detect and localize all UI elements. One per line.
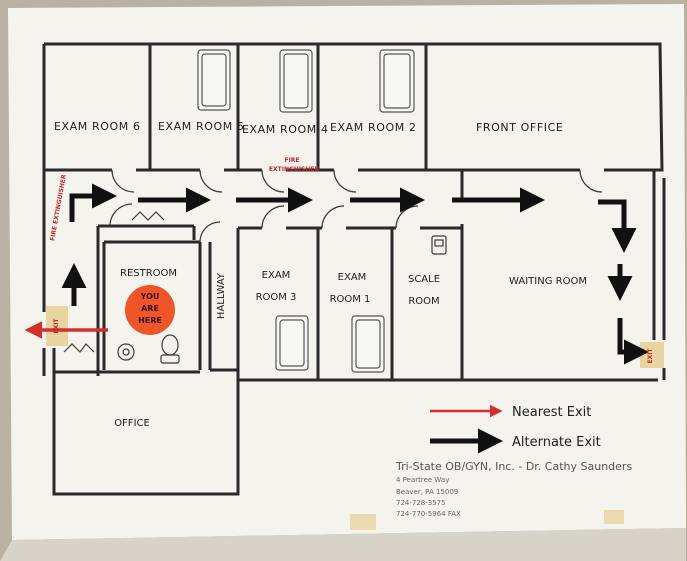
legend: Nearest Exit Alternate Exit <box>430 404 601 454</box>
fixtures <box>63 49 447 373</box>
room-label-exam6: EXAM ROOM 6 <box>54 120 141 133</box>
room-label-exam2: EXAM ROOM 2 <box>330 121 417 134</box>
room-label-exam1-line1: EXAM <box>338 272 367 283</box>
room-label-exam4: EXAM ROOM 4 <box>242 123 329 136</box>
fire-extinguisher-top-line1: FIRE <box>284 157 299 164</box>
fire-extinguisher-top-line2: EXTINGUISHER <box>269 166 320 173</box>
alternate-exit-route <box>61 183 649 365</box>
room-label-exam1-line2: ROOM 1 <box>330 294 371 305</box>
lower-room-walls <box>52 170 656 380</box>
exit-right-label: EXIT <box>647 348 654 364</box>
route-arrow <box>617 318 649 365</box>
practice-address-line1: 4 Peartree Way <box>396 476 449 484</box>
room-label-exam5: EXAM ROOM 5 <box>158 120 245 133</box>
route-arrow <box>598 199 637 253</box>
room-label-front-office: FRONT OFFICE <box>476 121 563 134</box>
top-room-walls <box>44 44 654 200</box>
practice-info: Tri-State OB/GYN, Inc. - Dr. Cathy Saund… <box>395 460 632 518</box>
practice-phone: 724-728-3575 <box>396 499 446 507</box>
room-label-scale-line1: SCALE <box>408 274 440 285</box>
you-are-here-line3: HERE <box>138 316 162 325</box>
outer-walls <box>42 42 666 496</box>
tape-bottom-right <box>604 510 624 524</box>
legend-nearest-label: Nearest Exit <box>512 405 591 420</box>
room-label-restroom: RESTROOM <box>120 268 177 279</box>
paper-fold <box>0 528 686 561</box>
room-label-exam3-line2: ROOM 3 <box>256 292 297 303</box>
you-are-here-dot <box>125 285 175 335</box>
practice-fax: 724-770-5964 FAX <box>396 510 461 518</box>
room-label-scale-line2: ROOM <box>408 296 439 307</box>
room-label-office: OFFICE <box>114 418 150 429</box>
practice-name: Tri-State OB/GYN, Inc. - Dr. Cathy Saund… <box>395 460 632 473</box>
paper-sheet <box>8 4 686 540</box>
tape-left <box>46 306 68 346</box>
you-are-here-line1: YOU <box>140 292 160 301</box>
you-are-here-line2: ARE <box>141 304 159 313</box>
legend-alternate-label: Alternate Exit <box>512 435 601 450</box>
exit-left-label: EXIT <box>53 318 60 334</box>
route-arrow <box>69 183 117 222</box>
room-label-exam3-line1: EXAM <box>262 270 291 281</box>
tape-bottom <box>350 514 376 530</box>
practice-address-line2: Beaver, PA 15009 <box>396 488 458 496</box>
room-label-waiting: WAITING ROOM <box>509 276 587 287</box>
room-label-hallway: HALLWAY <box>216 272 227 319</box>
